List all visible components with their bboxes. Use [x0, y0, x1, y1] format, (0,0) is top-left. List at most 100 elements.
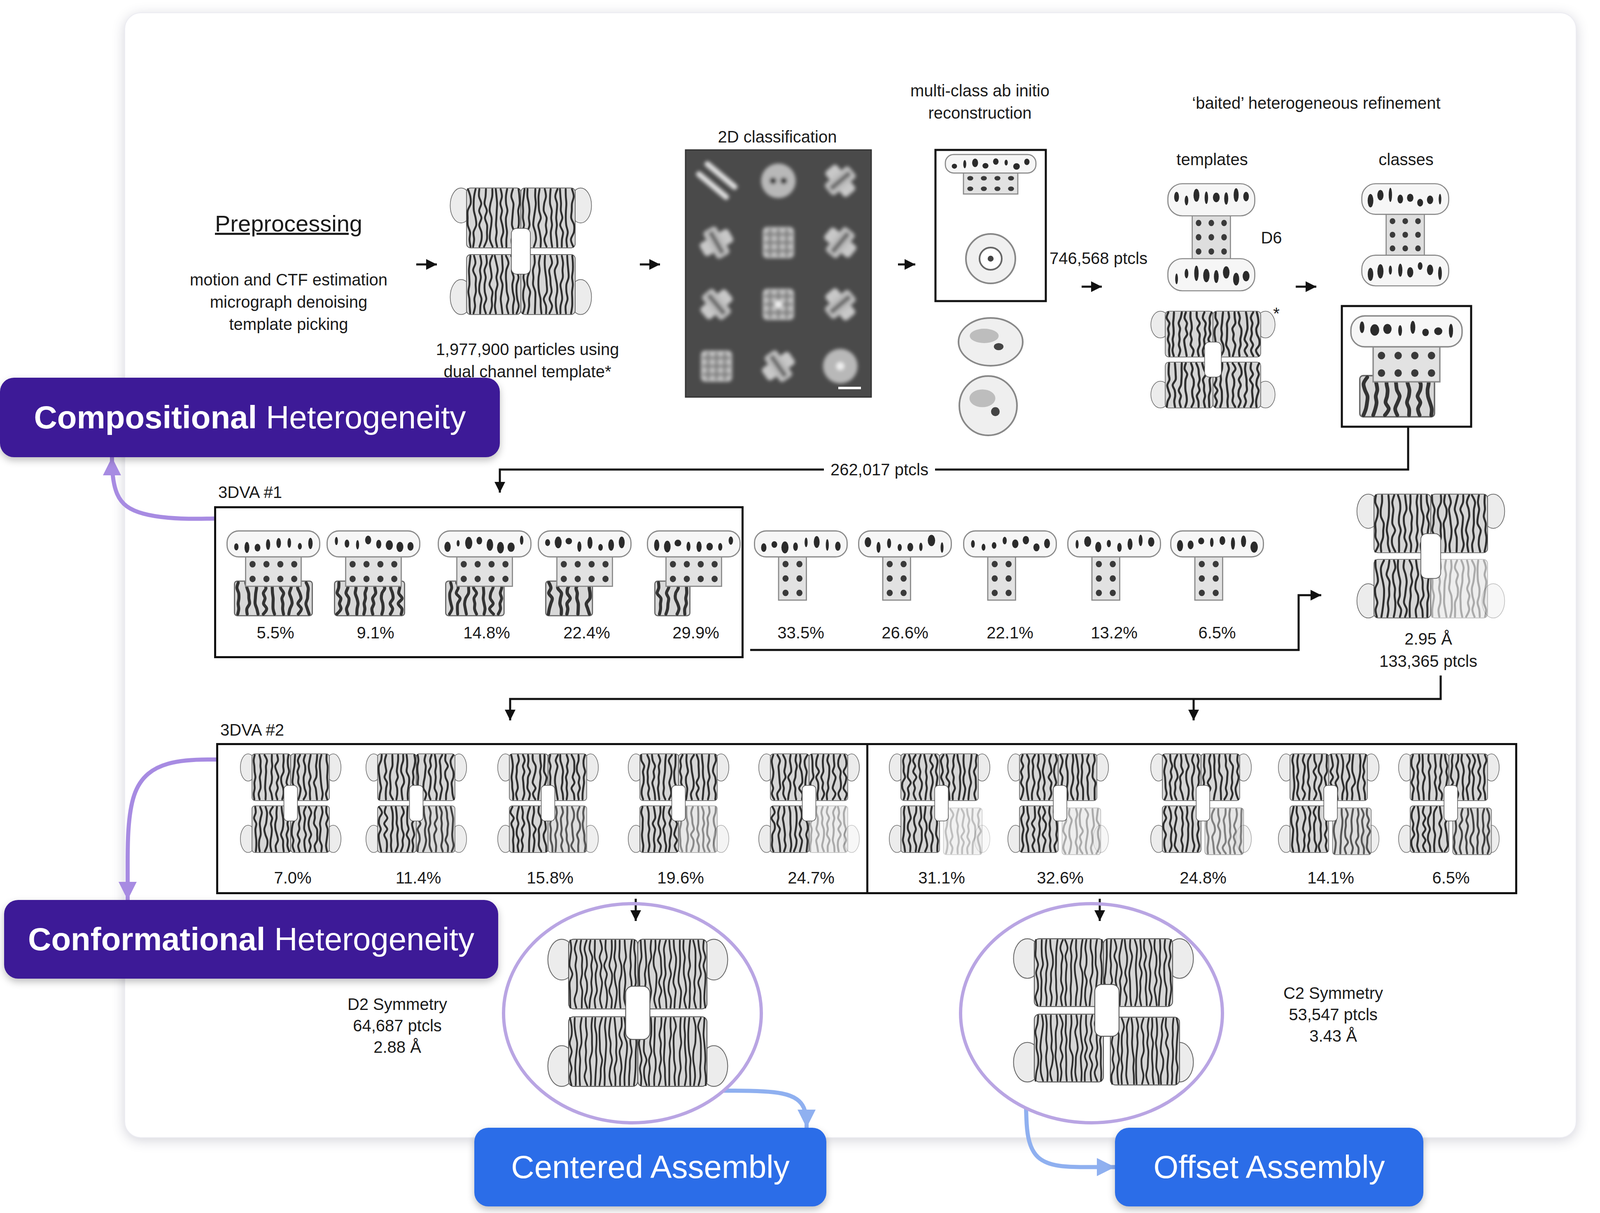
callout-text: Conformational — [27, 920, 266, 958]
helix — [1340, 808, 1343, 853]
map-density — [486, 538, 494, 551]
class-density — [762, 288, 795, 320]
map-density — [377, 560, 384, 568]
flow-arrow — [510, 675, 1441, 721]
density-map — [963, 530, 1057, 600]
helix — [929, 806, 933, 851]
helix — [1026, 754, 1030, 799]
helix — [594, 1017, 597, 1085]
class-percentage: 24.7% — [787, 866, 835, 889]
map-density — [967, 175, 974, 181]
helix — [378, 754, 382, 799]
map-density — [1013, 163, 1020, 170]
helix — [1059, 1014, 1063, 1081]
helix — [378, 806, 383, 851]
map-density — [249, 560, 256, 568]
helix — [354, 582, 358, 614]
class-average-panel — [685, 149, 872, 397]
density-map — [1350, 315, 1463, 417]
map-density — [1127, 538, 1133, 550]
helix — [1344, 808, 1349, 853]
helix — [963, 754, 966, 799]
helix — [657, 582, 662, 614]
map-density — [683, 560, 691, 568]
channel-pore — [511, 228, 531, 274]
map-density — [793, 542, 798, 551]
helix — [574, 1017, 577, 1085]
map-density — [1095, 589, 1102, 596]
helix — [258, 806, 262, 851]
helix — [1165, 1018, 1169, 1084]
map-density — [254, 543, 261, 552]
map-density — [980, 175, 987, 181]
density-map — [889, 753, 990, 855]
helix — [604, 1017, 607, 1085]
helix — [1482, 808, 1485, 853]
helix — [303, 806, 306, 851]
map-density — [1005, 575, 1012, 582]
map-density — [1184, 195, 1189, 206]
helix — [657, 754, 661, 799]
helix — [434, 754, 437, 799]
helix — [1362, 754, 1366, 799]
helix — [1292, 754, 1295, 799]
helix — [401, 754, 404, 799]
helix — [1455, 560, 1459, 617]
map-density — [1213, 270, 1219, 283]
channel-pore — [1420, 533, 1441, 579]
map-density — [1367, 193, 1374, 208]
class-average — [700, 350, 733, 382]
helix — [1196, 363, 1200, 407]
map-density — [1410, 320, 1416, 334]
class-percentage: 24.8% — [1179, 866, 1227, 889]
helix — [678, 1017, 682, 1085]
helix — [565, 255, 570, 314]
flow-arrow — [750, 594, 1322, 650]
map-density — [1394, 351, 1402, 360]
highlight-ellipse: C2 Symmetry 53,547 ptcls 3.43 Å — [958, 901, 1225, 1125]
helix — [1178, 363, 1182, 407]
map-density — [1398, 263, 1403, 277]
helix — [1050, 939, 1054, 1006]
helix — [288, 582, 292, 614]
map-plate — [227, 530, 320, 557]
map-density — [1377, 351, 1386, 360]
helix — [305, 582, 310, 614]
helix — [799, 806, 803, 851]
class-percentage: 5.5% — [256, 621, 294, 644]
density-map — [240, 753, 341, 853]
helix — [566, 754, 569, 799]
column-heading: classes — [1378, 148, 1434, 171]
helix — [1218, 754, 1223, 799]
helix — [619, 939, 622, 1008]
map-density — [407, 541, 414, 551]
helix — [423, 754, 427, 799]
highlight-ellipse: D2 Symmetry 64,687 ptcls 2.88 Å — [501, 901, 763, 1125]
map-density — [577, 541, 582, 552]
frame-section: 31.1%32.6%24.8%14.1%6.5% — [868, 744, 1516, 892]
helix — [576, 582, 580, 614]
map-density — [263, 575, 270, 583]
class-average — [762, 226, 795, 259]
helix — [1256, 363, 1260, 407]
map-density — [1198, 560, 1205, 567]
class-density — [823, 348, 858, 384]
map-density — [972, 158, 979, 168]
helix — [1411, 754, 1414, 799]
map-density — [927, 534, 936, 546]
helix — [1238, 312, 1242, 356]
class-percentage: 13.2% — [1090, 621, 1138, 644]
helix — [380, 582, 385, 614]
helix — [777, 754, 781, 799]
helix — [428, 806, 432, 851]
map-plate — [945, 154, 1036, 173]
ellipse-outline — [503, 903, 762, 1123]
map-density — [796, 560, 803, 567]
helix — [1124, 939, 1128, 1006]
helix — [826, 806, 830, 851]
helix — [913, 754, 917, 799]
map-density — [876, 541, 881, 553]
helix — [594, 939, 598, 1008]
class-density — [780, 177, 788, 185]
helix — [580, 939, 583, 1008]
